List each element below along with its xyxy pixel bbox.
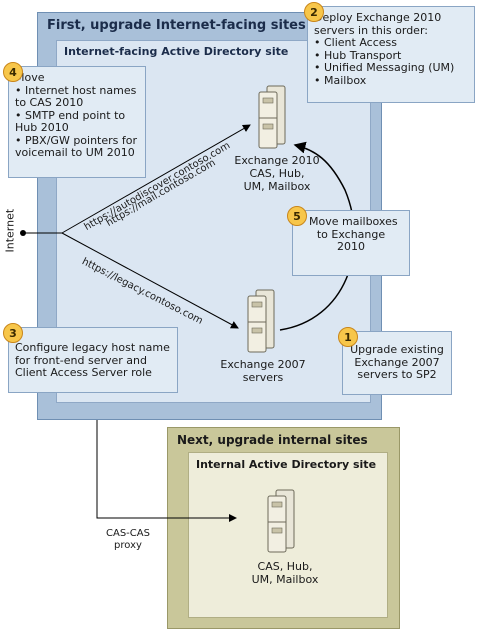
step3-text-line: Client Access Server role [15, 366, 152, 379]
step5-callout: Move mailboxes to Exchange 2010 [292, 210, 410, 276]
step4-callout: Move Internet host names to CAS 2010 SMT… [8, 66, 146, 178]
step5-text-line: Move mailboxes [309, 215, 398, 228]
exchange2007-label-line: Exchange 2007 [220, 358, 306, 371]
step2-item: Hub Transport [314, 49, 468, 63]
cas-cas-proxy-line [96, 420, 237, 522]
step1-text-line: servers to SP2 [357, 368, 437, 381]
step1-text-line: Exchange 2007 [354, 355, 440, 369]
exchange2010-label-line: UM, Mailbox [243, 180, 311, 193]
step1-callout: Upgrade existing Exchange 2007 servers t… [342, 331, 452, 395]
exchange2007-label-line: servers [242, 371, 284, 384]
step3-text-line: Configure legacy host name [15, 341, 170, 354]
internal-server-icon [266, 488, 300, 558]
outer-site-title: First, upgrade Internet-facing sites [47, 18, 306, 33]
step2-title-line: servers in this order: [314, 23, 428, 37]
inner-site-title: Internet-facing Active Directory site [64, 45, 289, 58]
internal-server-label: CAS, Hub, UM, Mailbox [230, 560, 340, 586]
proxy-label-line: proxy [114, 540, 142, 551]
step5-text-line: to Exchange [316, 227, 386, 241]
step4-item: PBX/GW pointers for voicemail to UM 2010 [15, 134, 139, 160]
exchange2010-label-line: Exchange 2010 [234, 154, 320, 167]
step2-item: Unified Messaging (UM) [314, 61, 468, 75]
cas-cas-proxy-label: CAS-CAS proxy [98, 528, 158, 552]
step4-badge: 4 [3, 62, 23, 82]
next-site-title: Next, upgrade internal sites [177, 433, 368, 447]
exchange2007-label: Exchange 2007 servers [208, 358, 318, 384]
step5-badge: 5 [287, 206, 307, 226]
step3-callout: Configure legacy host name for front-end… [8, 327, 178, 393]
step2-item: Client Access [314, 36, 468, 50]
step4-title-line: Move [15, 71, 45, 84]
internal-server-label-line: UM, Mailbox [251, 573, 319, 586]
exchange2010-label: Exchange 2010 CAS, Hub, UM, Mailbox [222, 154, 332, 193]
step2-callout: Deploy Exchange 2010 servers in this ord… [307, 6, 475, 103]
exchange2007-server-icon [246, 288, 280, 358]
internal-server-label-line: CAS, Hub, [257, 560, 313, 573]
step2-badge: 2 [304, 2, 324, 22]
step1-badge: 1 [338, 327, 358, 347]
step3-badge: 3 [3, 323, 23, 343]
step2-item: Mailbox [314, 74, 468, 88]
step4-item: SMTP end point to Hub 2010 [15, 109, 139, 135]
step2-title-line: Deploy Exchange 2010 [314, 11, 442, 24]
step1-text-line: Upgrade existing [350, 343, 444, 356]
step3-text-line: for front-end server and [15, 353, 147, 367]
exchange2010-label-line: CAS, Hub, [249, 167, 305, 180]
arrow-to-exchange2010 [61, 124, 251, 234]
exchange2010-server-icon [257, 84, 291, 154]
arrow-to-exchange2007 [61, 232, 239, 329]
proxy-label-line: CAS-CAS [106, 528, 150, 539]
internal-site-title: Internal Active Directory site [196, 458, 377, 471]
step5-text-line: 2010 [337, 240, 365, 253]
step4-item: Internet host names to CAS 2010 [15, 84, 139, 110]
internet-label: Internet [3, 208, 17, 253]
